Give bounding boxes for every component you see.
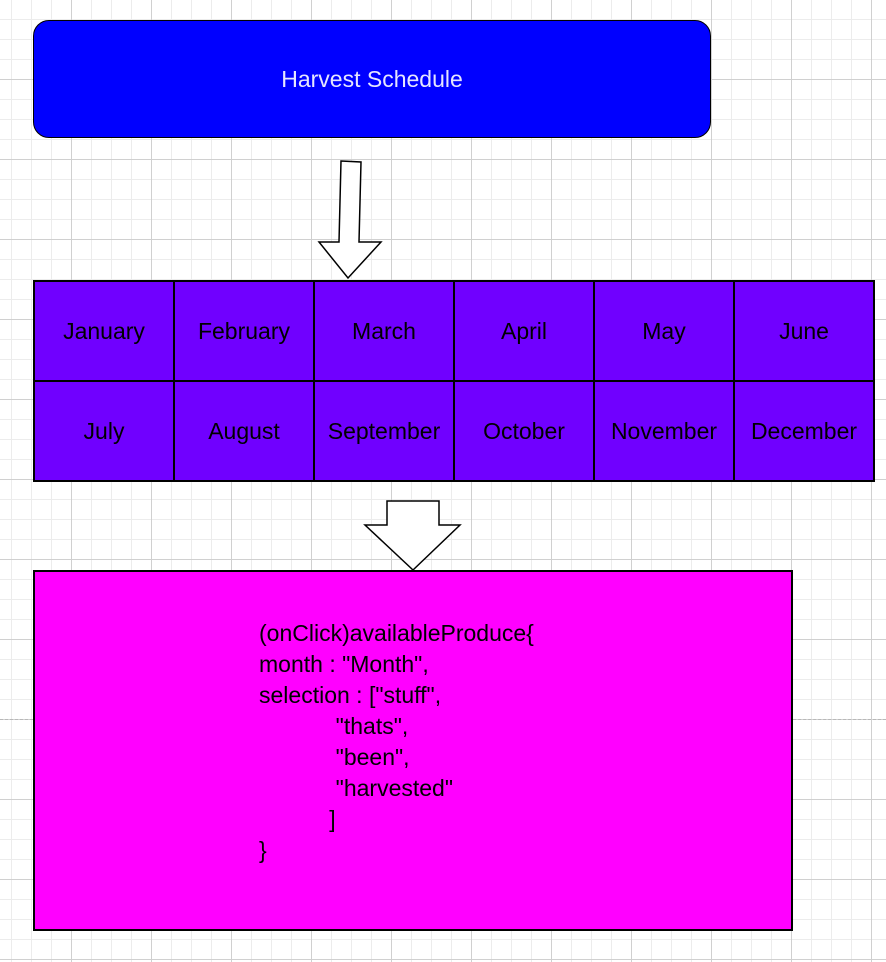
months-grid: January February March April May June Ju… (33, 280, 875, 482)
code-line: ] (259, 806, 336, 832)
months-row-2: July August September October November D… (33, 380, 875, 482)
available-produce-box[interactable]: (onClick)availableProduce{ month : "Mont… (33, 570, 793, 931)
month-cell-november[interactable]: November (593, 380, 735, 482)
code-line: "harvested" (259, 775, 454, 801)
code-line: month : "Month", (259, 651, 429, 677)
available-produce-code: (onClick)availableProduce{ month : "Mont… (259, 618, 534, 866)
month-cell-october[interactable]: October (453, 380, 595, 482)
month-cell-january[interactable]: January (33, 280, 175, 382)
code-line: "been", (259, 744, 410, 770)
harvest-schedule-label: Harvest Schedule (281, 65, 463, 92)
month-cell-september[interactable]: September (313, 380, 455, 482)
month-cell-july[interactable]: July (33, 380, 175, 482)
code-line: "thats", (259, 713, 409, 739)
month-cell-june[interactable]: June (733, 280, 875, 382)
month-cell-february[interactable]: February (173, 280, 315, 382)
down-arrow-top (317, 160, 383, 280)
month-cell-march[interactable]: March (313, 280, 455, 382)
down-arrow-bottom (363, 500, 462, 572)
down-arrow-bottom-shape (363, 500, 462, 572)
code-line: (onClick)availableProduce{ (259, 620, 534, 646)
month-cell-august[interactable]: August (173, 380, 315, 482)
month-cell-may[interactable]: May (593, 280, 735, 382)
months-row-1: January February March April May June (33, 280, 875, 382)
harvest-schedule-box[interactable]: Harvest Schedule (33, 20, 711, 138)
down-arrow-top-shape (317, 160, 383, 280)
code-line: selection : ["stuff", (259, 682, 442, 708)
code-line: } (259, 837, 267, 863)
month-cell-december[interactable]: December (733, 380, 875, 482)
month-cell-april[interactable]: April (453, 280, 595, 382)
